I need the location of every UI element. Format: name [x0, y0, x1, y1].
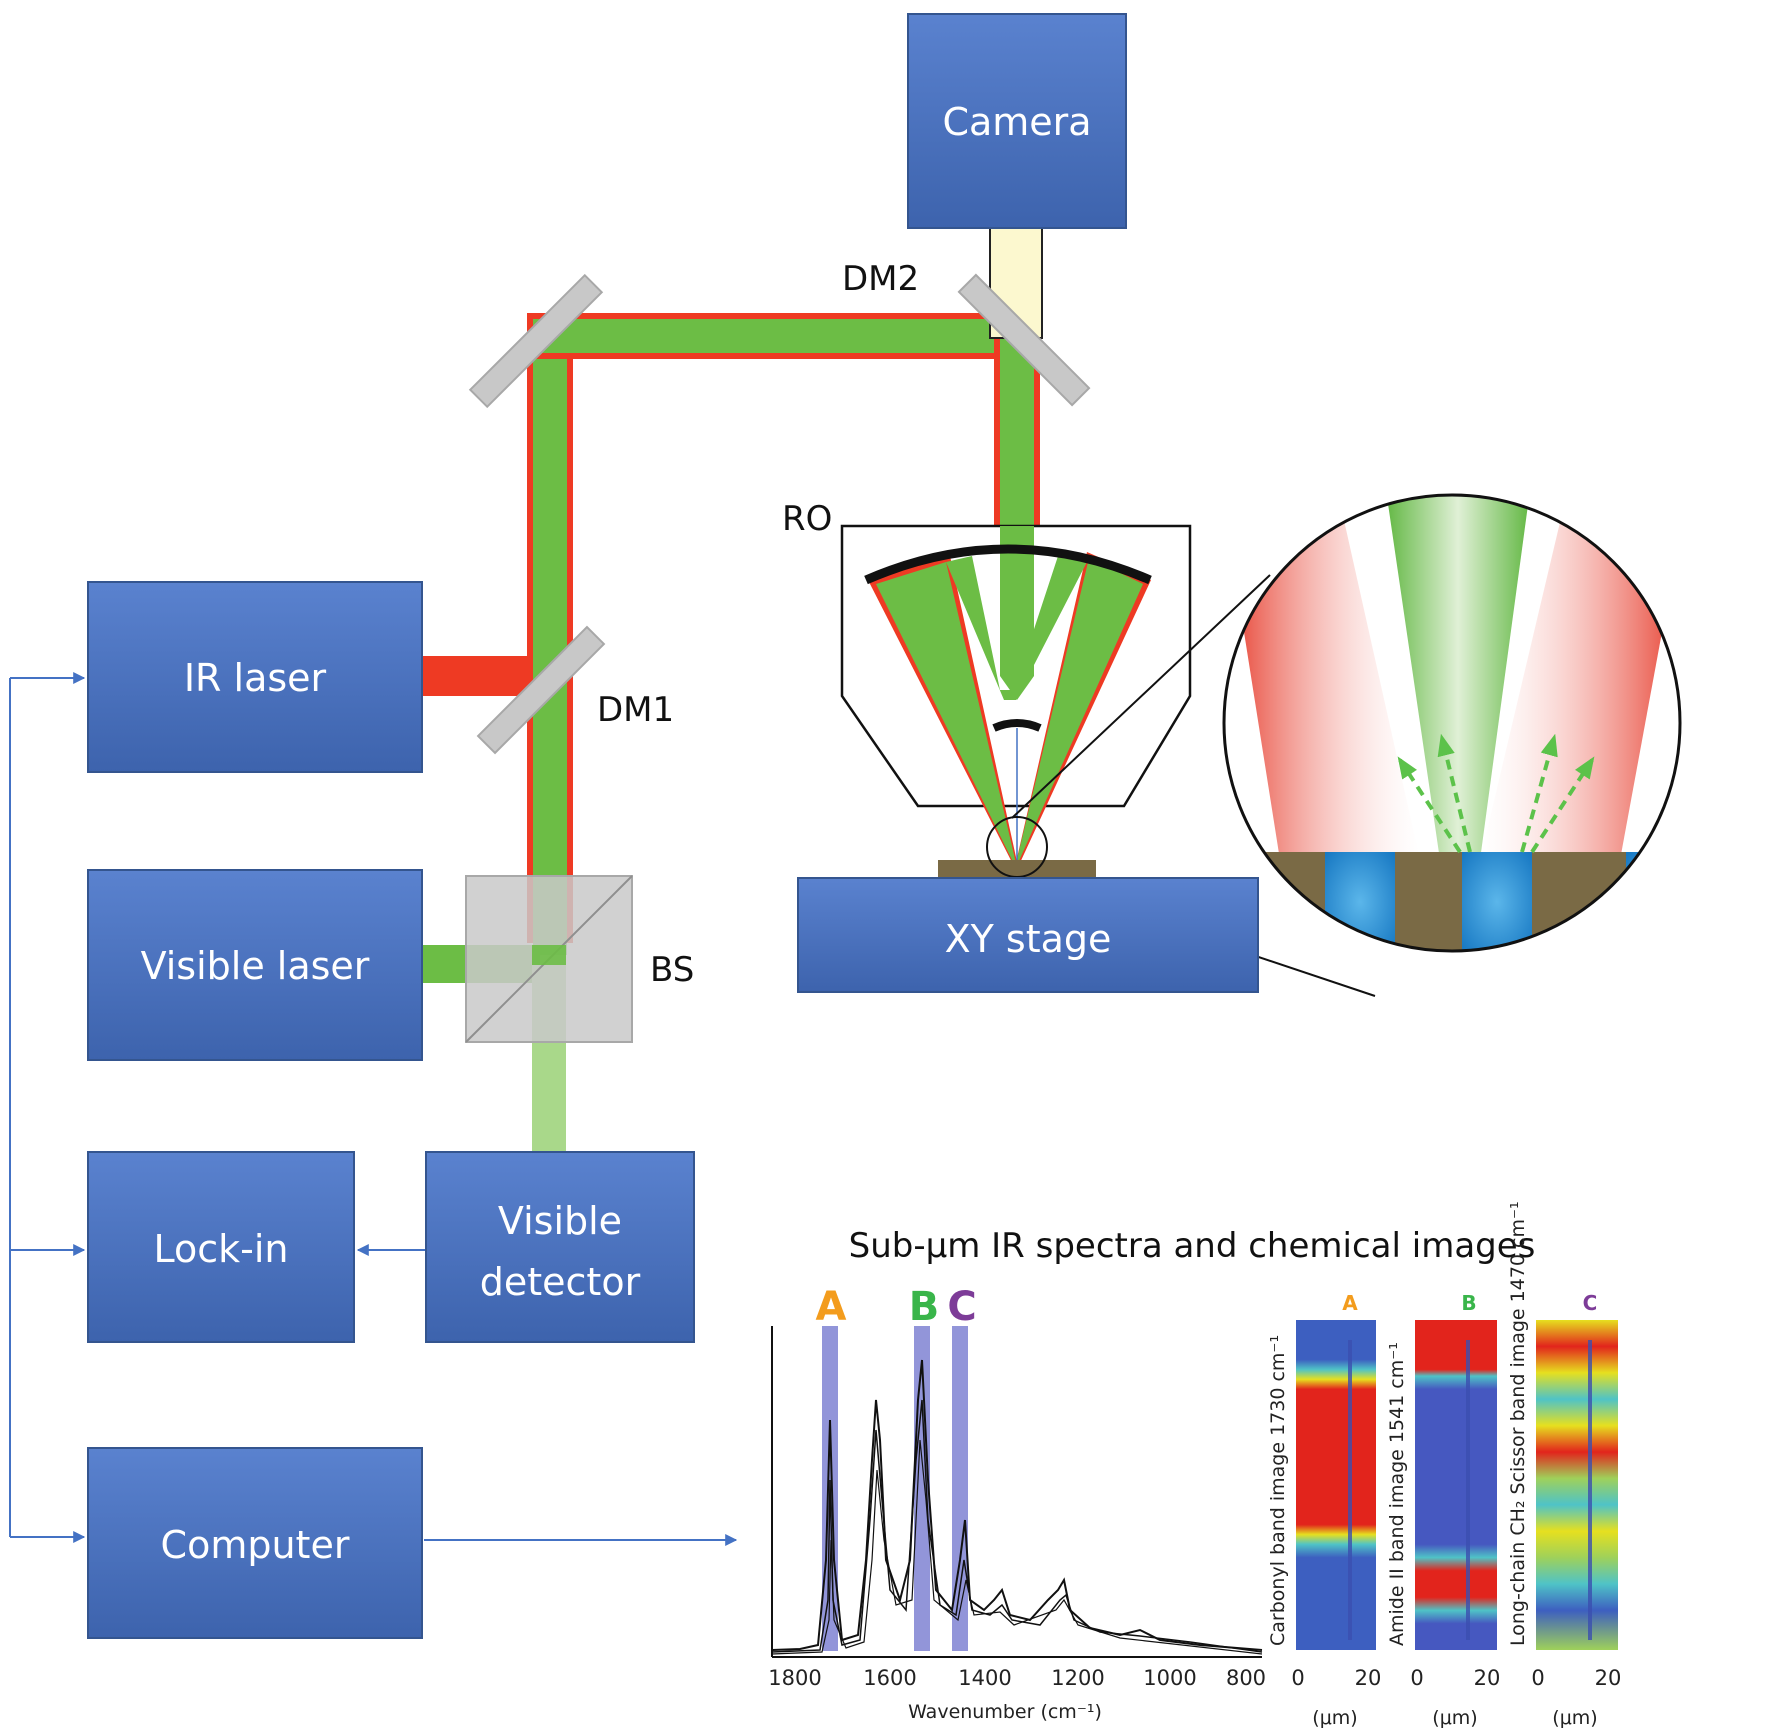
image-b-letter: B [1461, 1291, 1476, 1315]
visible-detector-box: Visible detector [425, 1151, 695, 1343]
image-b-side-label: Amide II band image 1541 cm⁻¹ [1386, 1342, 1408, 1646]
xy-stage-label: XY stage [945, 917, 1112, 961]
image-c-letter: C [1583, 1291, 1598, 1315]
camera-box: Camera [907, 13, 1127, 229]
image-c-tick-0: 0 [1531, 1666, 1544, 1690]
image-a-side-label: Carbonyl band image 1730 cm⁻¹ [1267, 1335, 1289, 1646]
ro-label: RO [782, 499, 832, 539]
ir-laser-box: IR laser [87, 581, 423, 773]
dm1-mirror [476, 625, 606, 755]
camera-label: Camera [942, 100, 1091, 144]
dm2-mirror [957, 273, 1091, 407]
band-letter-c: C [947, 1284, 976, 1330]
image-b-tick-0: 0 [1410, 1666, 1423, 1690]
beam-paths [422, 227, 1043, 1151]
sample-slab [938, 860, 1096, 878]
computer-label: Computer [161, 1523, 350, 1567]
spectrum-tick-1000: 1000 [1143, 1666, 1196, 1690]
spectrum-tick-800: 800 [1226, 1666, 1266, 1690]
visible-detector-label-line1: Visible [498, 1199, 622, 1243]
chemical-image-a: A Carbonyl band image 1730 cm⁻¹ 0 20 (μm… [1267, 1291, 1381, 1729]
spectrum-tick-1800: 1800 [768, 1666, 821, 1690]
image-a-tick-0: 0 [1291, 1666, 1304, 1690]
top-left-mirror [468, 273, 604, 409]
spectrum-xlabel: Wavenumber (cm⁻¹) [908, 1701, 1102, 1723]
dm1-label: DM1 [597, 690, 674, 730]
zoom-line-top [1011, 574, 1271, 819]
xy-stage-box: XY stage [797, 877, 1259, 993]
results-title: Sub-μm IR spectra and chemical images [849, 1226, 1536, 1266]
visible-laser-box: Visible laser [87, 869, 423, 1061]
chemical-image-c: C Long-chain CH₂ Scissor band image 1470… [1507, 1201, 1621, 1729]
image-c-side-label: Long-chain CH₂ Scissor band image 1470 c… [1507, 1201, 1529, 1646]
beam-splitter-cube [465, 875, 633, 1043]
ir-laser-label: IR laser [184, 656, 327, 700]
spectrum-tick-1400: 1400 [958, 1666, 1011, 1690]
image-a-unit: (μm) [1312, 1707, 1357, 1729]
bs-label: BS [650, 950, 694, 990]
dm2-label: DM2 [842, 259, 919, 299]
visible-laser-label: Visible laser [141, 944, 370, 988]
computer-box: Computer [87, 1447, 423, 1639]
reflective-objective [840, 524, 1192, 880]
spectrum-plot: A B C 1800 1600 1400 1200 1000 800 Waven… [768, 1284, 1266, 1723]
zoom-inset [1222, 493, 1682, 953]
image-c-unit: (μm) [1552, 1707, 1597, 1729]
image-b-tick-20: 20 [1474, 1666, 1501, 1690]
band-letter-b: B [909, 1284, 940, 1330]
visible-detector-label-line2: detector [480, 1260, 641, 1304]
chemical-image-b: B Amide II band image 1541 cm⁻¹ 0 20 (μm… [1386, 1291, 1500, 1729]
image-a-letter: A [1342, 1291, 1358, 1315]
lock-in-box: Lock-in [87, 1151, 355, 1343]
band-letter-a: A [816, 1284, 847, 1330]
control-bus [9, 672, 86, 1543]
image-c-tick-20: 20 [1595, 1666, 1622, 1690]
image-a-tick-20: 20 [1355, 1666, 1382, 1690]
lock-in-label: Lock-in [153, 1227, 288, 1271]
spectrum-tick-1600: 1600 [863, 1666, 916, 1690]
image-b-unit: (μm) [1432, 1707, 1477, 1729]
spectrum-tick-1200: 1200 [1051, 1666, 1104, 1690]
